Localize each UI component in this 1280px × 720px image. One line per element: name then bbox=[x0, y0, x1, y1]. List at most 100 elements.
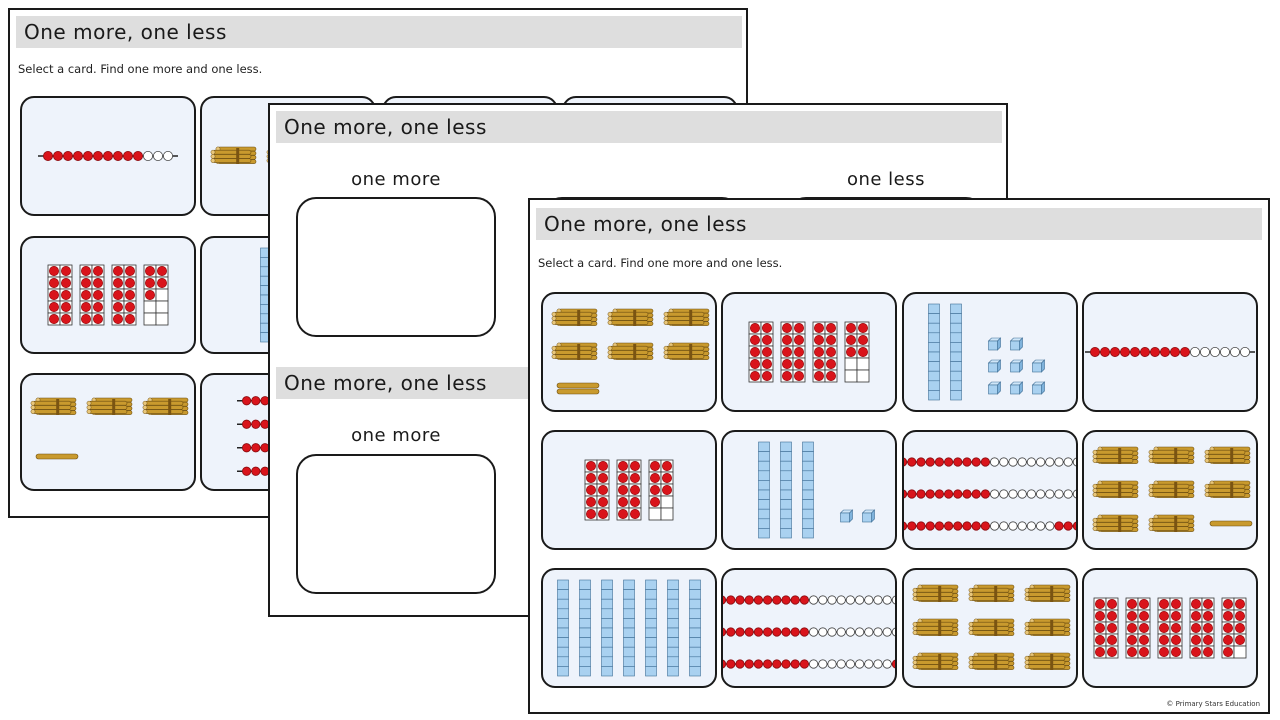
answer-box[interactable] bbox=[296, 454, 496, 594]
stick-bundle bbox=[1024, 584, 1071, 602]
white-bead bbox=[1072, 489, 1076, 499]
red-bead bbox=[113, 151, 124, 162]
white-bead bbox=[1063, 457, 1073, 467]
white-bead bbox=[1008, 457, 1018, 467]
copyright-text: © Primary Stars Education bbox=[1166, 700, 1260, 708]
stick-bundle bbox=[912, 584, 959, 602]
red-bead bbox=[953, 489, 963, 499]
number-card[interactable] bbox=[541, 430, 717, 550]
red-bead bbox=[971, 457, 981, 467]
white-bead bbox=[855, 659, 865, 669]
white-bead bbox=[1036, 457, 1046, 467]
red-bead bbox=[904, 521, 908, 531]
stick-bundle bbox=[1024, 652, 1071, 670]
number-card[interactable] bbox=[1082, 568, 1258, 688]
red-bead bbox=[781, 659, 791, 669]
number-card[interactable] bbox=[721, 292, 897, 412]
red-bead bbox=[762, 627, 773, 637]
red-bead bbox=[934, 521, 945, 531]
white-bead bbox=[1026, 521, 1037, 531]
ten-frame bbox=[47, 264, 73, 326]
red-bead bbox=[904, 489, 908, 499]
number-card[interactable] bbox=[541, 568, 717, 688]
red-bead bbox=[723, 659, 727, 669]
unit-cube bbox=[861, 509, 876, 523]
white-bead bbox=[864, 659, 874, 669]
tens-rod bbox=[601, 579, 613, 677]
answer-box[interactable] bbox=[296, 197, 496, 337]
white-bead bbox=[882, 595, 892, 605]
number-card[interactable] bbox=[20, 373, 196, 491]
number-card[interactable] bbox=[721, 568, 897, 688]
number-card[interactable] bbox=[20, 96, 196, 216]
stick-bundle bbox=[968, 618, 1015, 636]
red-bead bbox=[73, 151, 84, 162]
number-card[interactable] bbox=[902, 568, 1078, 688]
white-bead bbox=[845, 595, 856, 605]
red-bead bbox=[799, 627, 810, 637]
white-bead bbox=[1026, 457, 1037, 467]
white-bead bbox=[836, 595, 846, 605]
white-bead bbox=[855, 595, 865, 605]
number-card[interactable] bbox=[541, 292, 717, 412]
red-bead bbox=[934, 457, 945, 467]
white-bead bbox=[1219, 347, 1230, 358]
red-bead bbox=[762, 595, 773, 605]
red-bead bbox=[753, 659, 764, 669]
red-bead bbox=[93, 151, 104, 162]
number-card[interactable] bbox=[902, 430, 1078, 550]
red-bead bbox=[251, 396, 261, 406]
stick-bundle bbox=[30, 397, 77, 415]
white-bead bbox=[827, 595, 837, 605]
number-card[interactable] bbox=[20, 236, 196, 354]
red-bead bbox=[772, 595, 782, 605]
red-bead bbox=[1063, 521, 1073, 531]
ten-frame bbox=[111, 264, 137, 326]
white-bead bbox=[162, 151, 173, 162]
ten-frame bbox=[1189, 597, 1215, 659]
white-bead bbox=[836, 659, 846, 669]
stick-bundle bbox=[663, 342, 710, 360]
number-card[interactable] bbox=[721, 430, 897, 550]
worksheet-front: One more, one less Select a card. Find o… bbox=[528, 198, 1270, 714]
red-bead bbox=[241, 466, 252, 476]
ten-frame bbox=[780, 321, 806, 383]
red-bead bbox=[943, 457, 954, 467]
red-bead bbox=[744, 595, 754, 605]
white-bead bbox=[864, 595, 874, 605]
stick-bundle bbox=[1204, 480, 1251, 498]
red-bead bbox=[726, 627, 736, 637]
red-bead bbox=[781, 627, 791, 637]
red-bead bbox=[744, 627, 754, 637]
unit-cube bbox=[1031, 359, 1046, 373]
white-bead bbox=[827, 659, 837, 669]
number-card[interactable] bbox=[902, 292, 1078, 412]
red-bead bbox=[799, 595, 810, 605]
white-bead bbox=[809, 659, 819, 669]
number-card[interactable] bbox=[1082, 292, 1258, 412]
unit-cube bbox=[987, 337, 1002, 351]
red-bead bbox=[943, 489, 954, 499]
red-bead bbox=[925, 521, 935, 531]
number-card[interactable] bbox=[1082, 430, 1258, 550]
stick-bundle bbox=[551, 308, 598, 326]
white-bead bbox=[1045, 521, 1055, 531]
sheet-title: One more, one less bbox=[276, 111, 1002, 143]
ten-frame bbox=[79, 264, 105, 326]
red-bead bbox=[241, 419, 252, 429]
unit-cube bbox=[987, 359, 1002, 373]
white-bead bbox=[990, 489, 1000, 499]
white-bead bbox=[1036, 489, 1046, 499]
red-bead bbox=[753, 627, 764, 637]
unit-cube bbox=[839, 509, 854, 523]
single-stick bbox=[35, 453, 79, 460]
white-bead bbox=[1229, 347, 1240, 358]
stick-bundle bbox=[551, 342, 598, 360]
red-bead bbox=[1140, 347, 1151, 358]
red-bead bbox=[123, 151, 134, 162]
red-bead bbox=[934, 489, 945, 499]
red-bead bbox=[904, 457, 908, 467]
stick-bundle bbox=[912, 652, 959, 670]
red-bead bbox=[953, 457, 963, 467]
stick-bundle bbox=[607, 308, 654, 326]
